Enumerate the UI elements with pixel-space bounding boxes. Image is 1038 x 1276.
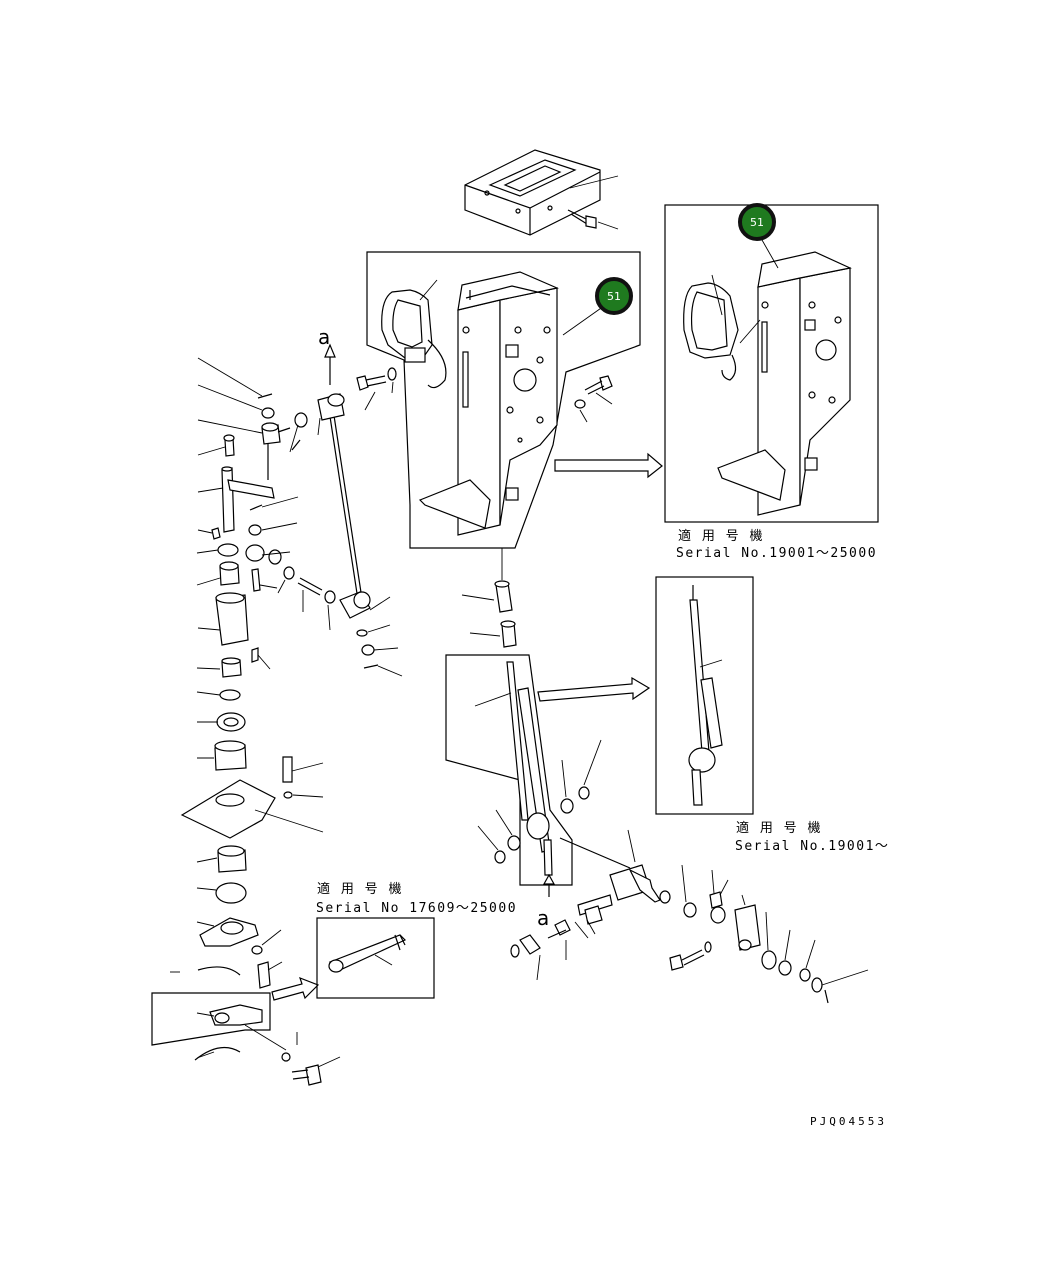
- shaft-bushing-lower: [469, 620, 517, 648]
- change-lever: a: [474, 661, 556, 930]
- lever-variant-applicable: 適 用 号 機: [736, 820, 822, 836]
- mounting-block: [464, 149, 619, 236]
- grip-handle: [381, 279, 447, 389]
- block-bolt: [567, 209, 619, 230]
- arrow-to-lever-variant: [537, 676, 651, 702]
- inset-bracket-variant: 適 用 号 機 Serial No 17609～25000: [316, 881, 517, 999]
- arrow-to-bracket-variant: [271, 976, 320, 1001]
- inset-column-variant: 51 適 用 号 機 Serial No.19001～25000: [664, 203, 879, 561]
- inset-lever-variant: 適 用 号 機 Serial No.19001～: [655, 576, 889, 854]
- column-bolt-right: [574, 375, 613, 423]
- callout-51-main-label: 51: [607, 290, 621, 303]
- lever-variant-serial: Serial No.19001～: [735, 839, 889, 854]
- callout-51-main: 51: [562, 277, 633, 336]
- arrow-to-column-variant: [554, 452, 663, 479]
- column-variant-serial: Serial No.19001～25000: [676, 546, 877, 561]
- link-rod: a: [277, 325, 403, 677]
- drawing-code: PJQ04553: [810, 1115, 887, 1128]
- bracket-variant-applicable: 適 用 号 機: [317, 881, 403, 897]
- lever-frame: [445, 654, 573, 886]
- callout-51-inset-label: 51: [750, 216, 764, 229]
- shaft-bushing-upper: [461, 548, 513, 613]
- lever-collars: [477, 739, 602, 864]
- column-assembly-frame: [366, 251, 641, 549]
- clamp-subassembly-frame: [151, 992, 341, 1086]
- steering-column-box: [418, 271, 559, 536]
- lower-linkage: [510, 829, 869, 1004]
- ref-arrow-a-bottom: a: [537, 906, 549, 930]
- ref-arrow-a-top: a: [318, 325, 330, 349]
- left-parts-stack: [170, 357, 324, 989]
- column-variant-applicable: 適 用 号 機: [678, 528, 764, 544]
- column-bolt-left: [356, 367, 397, 411]
- bracket-variant-serial: Serial No 17609～25000: [316, 901, 517, 916]
